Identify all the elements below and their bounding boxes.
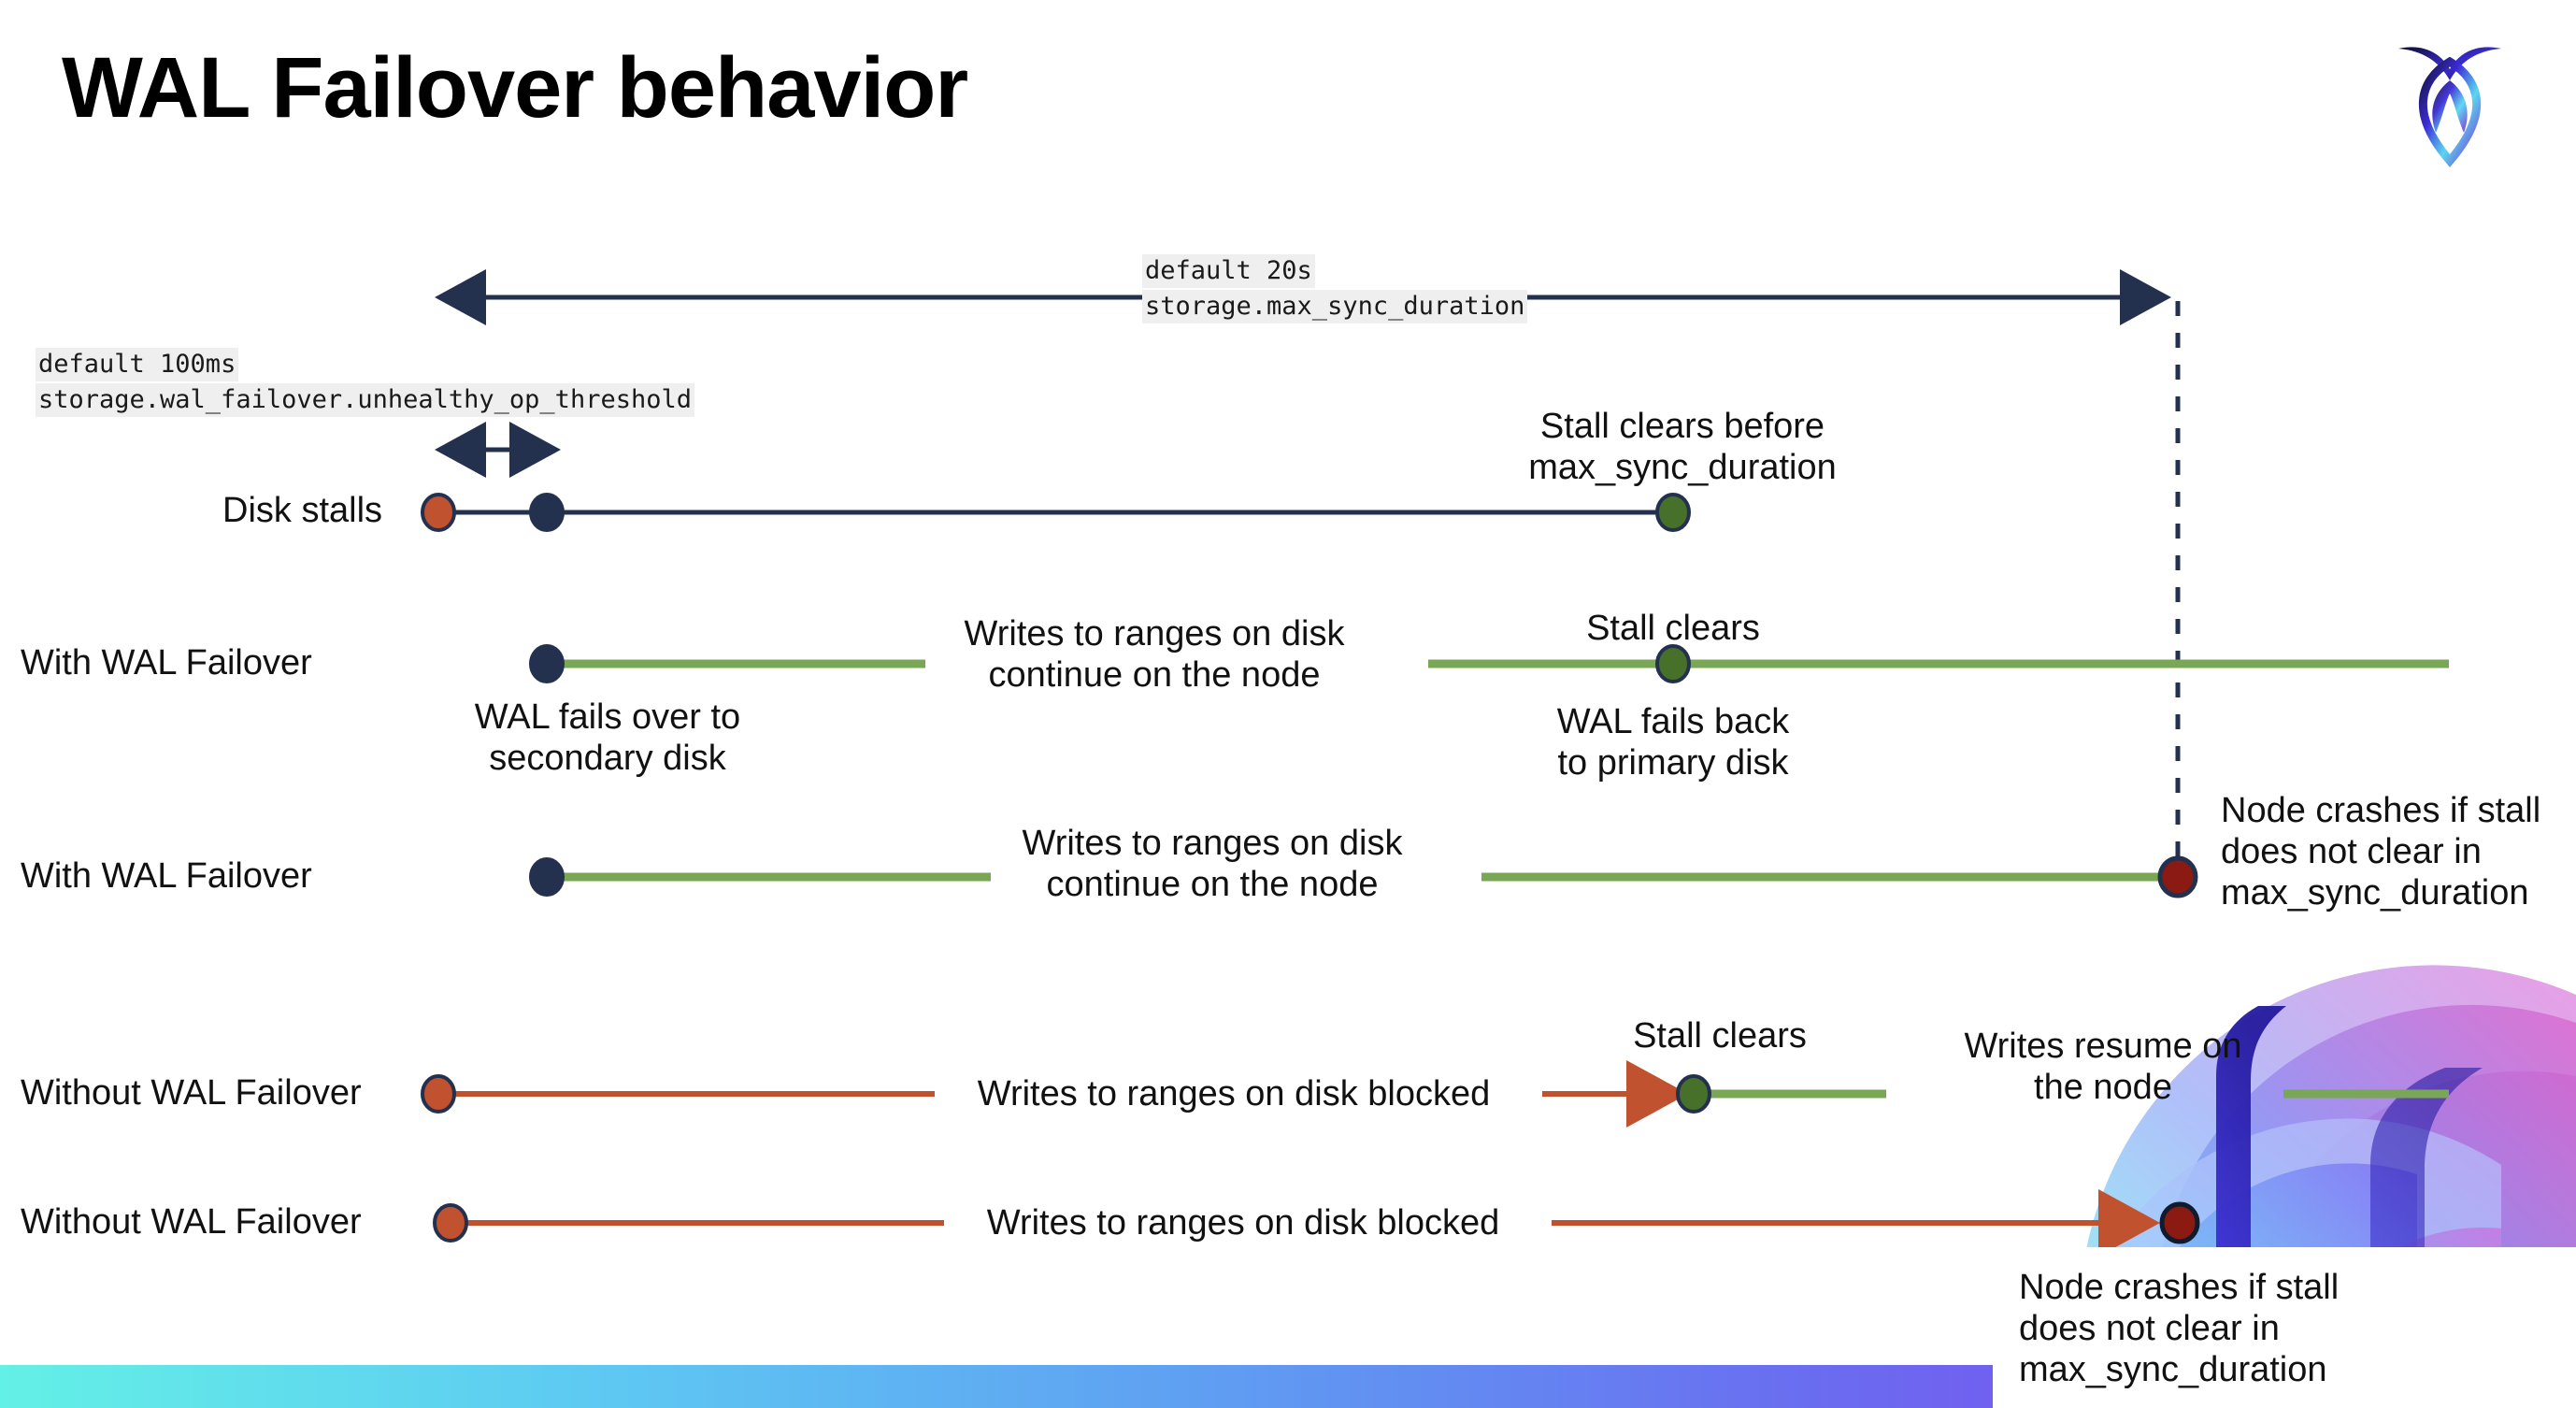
callout-backdrop — [1993, 1247, 2576, 1408]
row-label-disk-stalls: Disk stalls — [222, 491, 383, 530]
unhealthy-op-setting-text: storage.wal_failover.unhealthy_op_thresh… — [36, 382, 694, 417]
row-with-wal-failover-1-track — [529, 644, 2449, 683]
marker-stall-start — [421, 493, 456, 532]
note-writes-continue-1: Writes to ranges on disk continue on the… — [964, 614, 1345, 696]
note-writes-blocked-1: Writes to ranges on disk blocked — [977, 1074, 1491, 1113]
note-node-crashes-2: Node crashes if stall does not clear in … — [2019, 1268, 2340, 1390]
note-wal-fails-over: WAL fails over to secondary disk — [474, 697, 741, 779]
note-writes-resume: Writes resume on the node — [1964, 1027, 2242, 1108]
note-writes-blocked-2: Writes to ranges on disk blocked — [986, 1203, 1500, 1243]
max-sync-setting-text: storage.max_sync_duration — [1142, 289, 1528, 323]
note-node-crashes-1: Node crashes if stall does not clear in … — [2221, 791, 2541, 913]
marker-stall-start-row5 — [433, 1203, 468, 1243]
note-stall-clears-2: Stall clears — [1633, 1016, 1807, 1056]
marker-wal-fails-over — [529, 644, 565, 683]
row-disk-stalls-track — [421, 493, 1691, 532]
marker-wal-fails-over-row3 — [529, 857, 565, 897]
row-label-with-wal-failover-2: With WAL Failover — [21, 856, 312, 896]
unhealthy-op-default-text: default 100ms — [36, 348, 239, 381]
annotation-max-sync-duration: default 20s storage.max_sync_duration — [1142, 254, 1528, 325]
max-sync-default-text: default 20s — [1142, 254, 1315, 288]
note-wal-fails-back: WAL fails back to primary disk — [1556, 702, 1790, 783]
cockroachdb-logo-icon — [2389, 28, 2511, 173]
marker-stall-clears-row2 — [1655, 644, 1691, 683]
note-stall-clears-before: Stall clears before max_sync_duration — [1528, 407, 1837, 488]
page-title: WAL Failover behavior — [62, 40, 968, 136]
marker-stall-start-row4 — [421, 1074, 456, 1113]
row-label-without-wal-failover-1: Without WAL Failover — [21, 1073, 362, 1113]
row-label-without-wal-failover-2: Without WAL Failover — [21, 1202, 362, 1242]
annotation-unhealthy-op-threshold: default 100ms storage.wal_failover.unhea… — [36, 348, 694, 419]
row-label-with-wal-failover-1: With WAL Failover — [21, 643, 312, 682]
marker-stall-clears-row4 — [1676, 1074, 1711, 1113]
marker-stall-clears — [1655, 493, 1691, 532]
note-stall-clears-1: Stall clears — [1586, 609, 1760, 648]
note-writes-continue-2: Writes to ranges on disk continue on the… — [1022, 824, 1403, 905]
marker-failover-point — [529, 493, 565, 532]
